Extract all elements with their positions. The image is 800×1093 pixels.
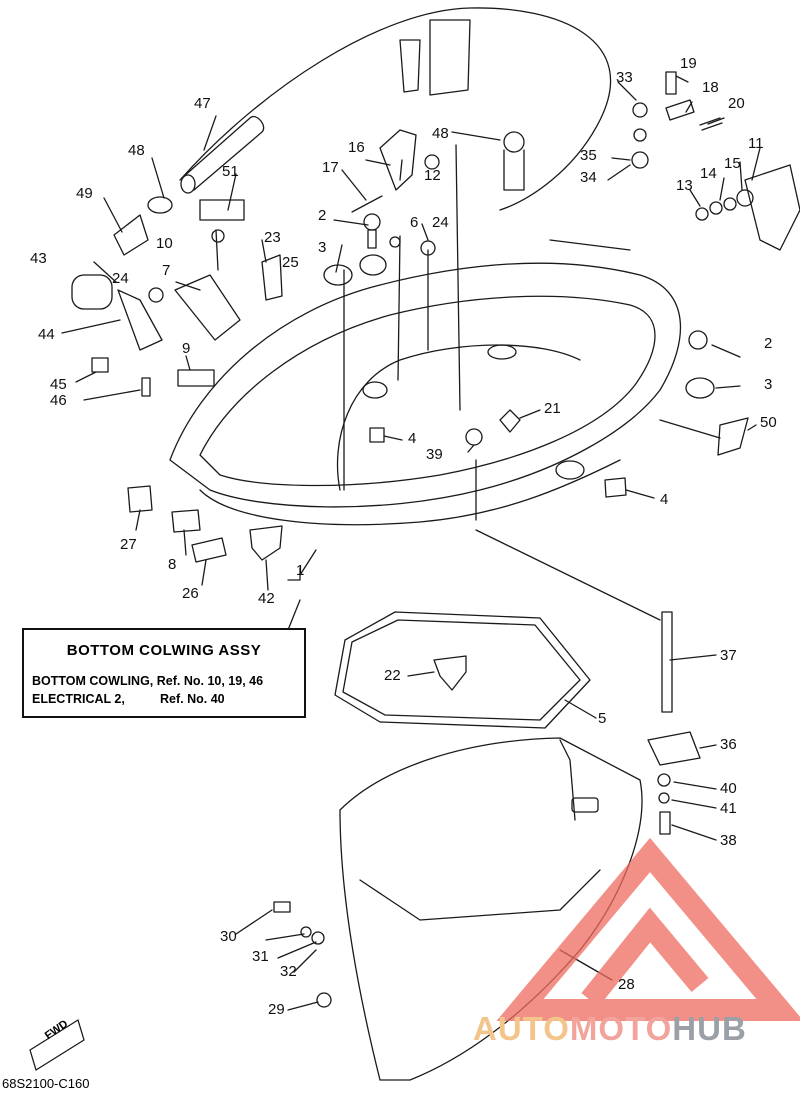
callout-31: 31 xyxy=(252,948,269,965)
callout-5: 5 xyxy=(598,710,607,727)
callout-15: 15 xyxy=(724,155,741,172)
callout-11: 11 xyxy=(748,135,764,152)
callout-13: 13 xyxy=(676,177,693,194)
assembly-title: BOTTOM COLWING ASSY xyxy=(66,642,262,659)
callout-29: 29 xyxy=(268,1001,285,1018)
callout-3a: 3 xyxy=(318,239,327,256)
callout-35: 35 xyxy=(580,147,597,164)
callout-48b: 48 xyxy=(432,125,449,142)
watermark-part-1: AUTO xyxy=(473,1010,570,1047)
callout-20: 20 xyxy=(728,95,745,112)
bracket-37 xyxy=(661,611,673,713)
watermark-text: AUTOMOTOHUB xyxy=(473,1010,747,1048)
callout-18: 18 xyxy=(702,79,719,96)
callout-19: 19 xyxy=(680,55,697,72)
callout-38: 38 xyxy=(720,832,737,849)
callout-33: 33 xyxy=(616,69,633,86)
callout-40: 40 xyxy=(720,780,737,797)
callout-4b: 4 xyxy=(660,491,669,508)
callout-17: 17 xyxy=(322,159,339,176)
callout-22: 22 xyxy=(384,667,401,684)
callout-14: 14 xyxy=(700,165,717,182)
callout-2b: 2 xyxy=(764,335,773,352)
callout-50: 50 xyxy=(760,414,777,431)
callout-24a: 24 xyxy=(112,270,129,287)
callout-46: 46 xyxy=(50,392,67,409)
assembly-line-1: BOTTOM COWLING, Ref. No. 10, 19, 46 xyxy=(32,674,264,688)
callout-25: 25 xyxy=(282,254,299,271)
callout-8: 8 xyxy=(168,556,177,573)
callout-28: 28 xyxy=(618,976,635,993)
callout-7: 7 xyxy=(162,262,171,279)
assembly-line-2-ref: Ref. No. 40 xyxy=(160,692,225,706)
callout-3b: 3 xyxy=(764,376,773,393)
callout-43: 43 xyxy=(30,250,47,267)
callout-1: 1 xyxy=(296,562,305,579)
callout-39: 39 xyxy=(426,446,443,463)
hose-part xyxy=(181,115,265,191)
watermark-part-2: MOTO xyxy=(569,1010,673,1047)
callout-32: 32 xyxy=(280,963,297,980)
callout-21: 21 xyxy=(544,400,561,417)
watermark-logo xyxy=(496,837,800,1021)
callout-10: 10 xyxy=(156,235,173,252)
callout-12: 12 xyxy=(424,167,441,184)
callout-4a: 4 xyxy=(408,430,417,447)
bottom-cowling-body xyxy=(169,262,682,508)
callout-23: 23 xyxy=(264,229,281,246)
callout-30: 30 xyxy=(220,928,237,945)
callout-49: 49 xyxy=(76,185,93,202)
seal-part xyxy=(334,611,591,729)
callout-42: 42 xyxy=(258,590,275,607)
callout-26: 26 xyxy=(182,585,199,602)
callout-6: 6 xyxy=(410,214,419,231)
callout-48a: 48 xyxy=(128,142,145,159)
callout-27: 27 xyxy=(120,536,137,553)
callout-41: 41 xyxy=(720,800,737,817)
callout-36: 36 xyxy=(720,736,737,753)
assembly-info-box: BOTTOM COLWING ASSY BOTTOM COWLING, Ref.… xyxy=(22,628,306,718)
top-cowling-outline xyxy=(179,7,612,211)
callout-37: 37 xyxy=(720,647,737,664)
callout-47: 47 xyxy=(194,95,211,112)
watermark-part-3: HUB xyxy=(672,1010,747,1047)
callout-45: 45 xyxy=(50,376,67,393)
diagram-code: 68S2100-C160 xyxy=(2,1076,90,1091)
callout-51: 51 xyxy=(222,163,239,180)
callout-16: 16 xyxy=(348,139,365,156)
callout-24b: 24 xyxy=(432,214,449,231)
callout-2a: 2 xyxy=(318,207,327,224)
callout-34: 34 xyxy=(580,169,597,186)
callout-9: 9 xyxy=(182,340,191,357)
callout-44: 44 xyxy=(38,326,55,343)
assembly-line-2-name: ELECTRICAL 2, xyxy=(32,692,125,706)
